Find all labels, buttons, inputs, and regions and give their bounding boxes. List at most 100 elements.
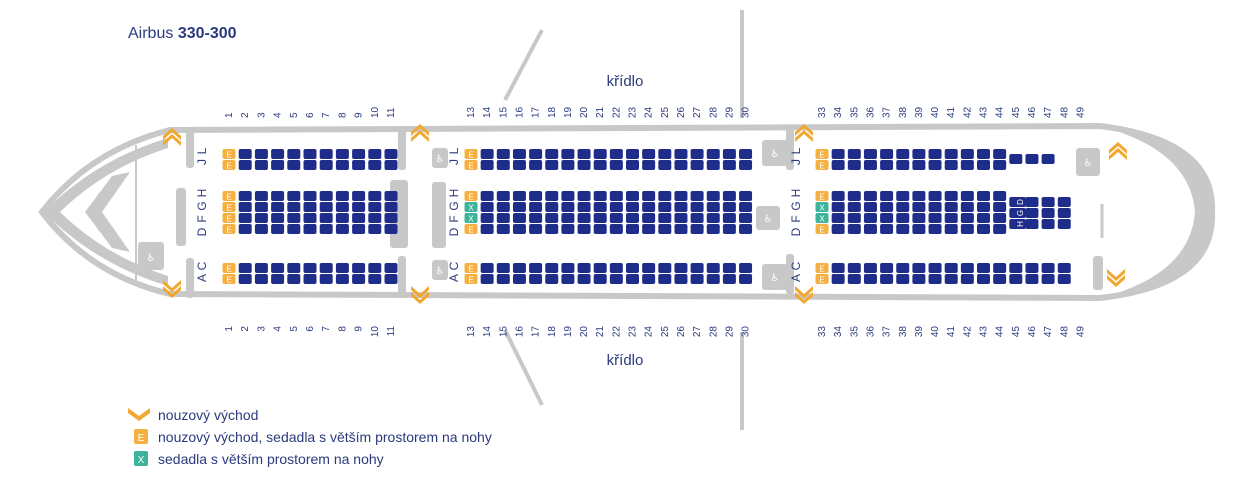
lavatory-icon: ♿ xyxy=(147,253,156,264)
seat xyxy=(944,191,958,201)
row-number-bottom: 34 xyxy=(833,326,844,338)
row-number-bottom: 46 xyxy=(1027,326,1038,338)
seat xyxy=(319,224,333,234)
seat xyxy=(238,202,252,212)
row-number-top: 14 xyxy=(482,106,493,118)
seat xyxy=(674,160,688,170)
seat xyxy=(626,213,639,223)
row-number-bottom: 13 xyxy=(466,326,477,338)
seat: E xyxy=(815,274,829,285)
seat xyxy=(271,202,285,212)
seat xyxy=(863,149,877,159)
svg-text:X: X xyxy=(138,455,145,466)
seat: E xyxy=(222,191,236,202)
seat xyxy=(238,263,252,273)
seat xyxy=(319,263,333,273)
seat xyxy=(847,263,861,273)
seat xyxy=(384,149,398,159)
seat xyxy=(335,149,349,159)
seat xyxy=(928,202,942,212)
seat xyxy=(271,191,285,201)
legend-label: sedadla s větším prostorem na nohy xyxy=(158,451,384,467)
lavatory xyxy=(756,206,780,230)
row-number-bottom: 26 xyxy=(676,326,687,338)
row-number-top: 28 xyxy=(708,106,719,118)
seat xyxy=(319,149,333,159)
seat xyxy=(254,191,268,201)
row-number-top: 40 xyxy=(930,106,941,118)
seat xyxy=(238,274,252,284)
seat xyxy=(912,160,926,170)
seat xyxy=(831,149,845,159)
svg-text:X: X xyxy=(819,204,825,213)
seat xyxy=(1041,208,1055,218)
seat xyxy=(642,160,656,170)
seat-letters-center: D xyxy=(447,227,461,236)
seat-letters-right: C xyxy=(195,261,209,270)
seat xyxy=(863,191,877,201)
svg-text:E: E xyxy=(468,151,473,160)
seat xyxy=(944,213,958,223)
seat xyxy=(896,160,910,170)
row-number-top: 2 xyxy=(240,112,251,118)
seat xyxy=(690,191,704,201)
seat xyxy=(626,191,639,201)
row-number-top: 37 xyxy=(882,106,893,118)
seat xyxy=(319,191,333,201)
seat xyxy=(368,274,382,284)
svg-text:X: X xyxy=(819,215,825,224)
seat xyxy=(480,149,494,159)
row-number-bottom: 5 xyxy=(289,326,300,332)
seat xyxy=(706,224,720,234)
seat xyxy=(577,274,591,284)
seat xyxy=(352,263,366,273)
seat xyxy=(706,160,720,170)
seat xyxy=(287,202,301,212)
seat xyxy=(1041,219,1055,229)
exit-chevron-icon xyxy=(163,280,181,298)
seat-letters-center: F xyxy=(195,215,209,222)
row-number-top: 38 xyxy=(898,106,909,118)
exit-chevron-icon xyxy=(163,128,181,146)
row-number-top: 3 xyxy=(256,112,267,118)
seat xyxy=(368,191,382,201)
row-number-top: 33 xyxy=(817,106,828,118)
seat xyxy=(912,224,926,234)
row-number-bottom: 17 xyxy=(531,326,542,338)
seat xyxy=(496,202,510,212)
seat xyxy=(335,274,349,284)
seat xyxy=(561,202,575,212)
seat xyxy=(739,149,753,159)
seat xyxy=(722,274,736,284)
seat xyxy=(512,202,526,212)
seat xyxy=(928,274,942,284)
seat xyxy=(928,149,942,159)
seat xyxy=(977,224,990,234)
seat: X xyxy=(464,213,478,224)
seat-letters-left: L xyxy=(447,147,461,154)
seat xyxy=(609,263,623,273)
seat xyxy=(319,274,333,284)
seat xyxy=(690,274,704,284)
exit-seat-icon: E xyxy=(134,429,148,444)
row-number-bottom: 37 xyxy=(882,326,893,338)
row-number-bottom: 29 xyxy=(724,326,735,338)
seat xyxy=(529,263,543,273)
row-number-bottom: 27 xyxy=(692,326,703,338)
legend-item-exit: nouzový východ xyxy=(126,404,492,426)
seat xyxy=(1041,197,1055,207)
seat xyxy=(545,263,559,273)
seat-letters-center: F xyxy=(789,215,803,222)
seat xyxy=(335,191,349,201)
seat: E xyxy=(222,149,236,160)
seat xyxy=(271,213,285,223)
seat-letters-center: G xyxy=(447,201,461,210)
galley xyxy=(1093,256,1103,290)
seat: X xyxy=(815,213,829,224)
svg-text:E: E xyxy=(819,226,824,235)
seat-letters-right: A xyxy=(789,274,803,282)
seat xyxy=(706,274,720,284)
seat xyxy=(238,191,252,201)
seat: E xyxy=(815,149,829,160)
seat xyxy=(960,191,974,201)
